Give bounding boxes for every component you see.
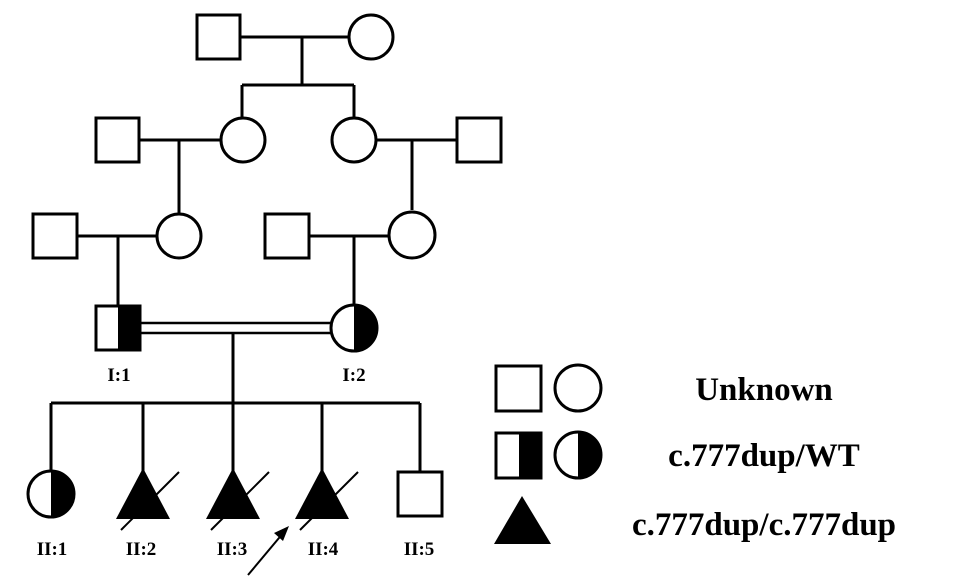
individual-II5-unknown-male [396,470,444,518]
label-I2: I:2 [342,365,365,386]
legend: Unknown c.777dup/WT c.777dup/c.777dup [494,363,896,544]
individual-II2-affected-deceased [116,468,180,531]
proband-arrow [247,526,289,576]
ancestor-male-right-gen2 [455,116,503,164]
individual-II1-carrier-female [26,469,76,519]
legend-carrier-female-circle [553,430,603,480]
legend-affected-triangle [494,496,551,544]
individual-I1-carrier-male [94,304,142,352]
ancestor-male-left-gen2 [94,116,141,164]
legend-label-homozygous: c.777dup/c.777dup [632,507,896,543]
legend-unknown-female-circle [553,363,603,413]
ancestor-female-top [347,13,395,61]
individual-II4-proband-affected-deceased [295,468,359,531]
legend-label-heterozygous: c.777dup/WT [668,438,860,474]
label-II5: II:5 [404,539,435,560]
ancestor-male-top [195,13,242,61]
sibship-line [49,401,422,472]
mating-lines-gen3 [77,234,390,305]
legend-unknown-male-square [494,364,543,413]
label-II3: II:3 [217,539,248,560]
mating-line-top [240,35,356,117]
label-II4: II:4 [308,539,339,560]
ancestor-female-right-gen2 [330,116,378,164]
label-II1: II:1 [37,539,68,560]
legend-carrier-male-square [494,431,543,480]
consanguineous-mating-line [140,321,331,403]
label-I1: I:1 [107,365,130,386]
ancestor-male-right-gen3 [263,212,311,260]
ancestor-male-left-gen3 [31,212,79,260]
individual-I2-carrier-female [329,303,379,353]
label-II2: II:2 [126,539,157,560]
ancestor-female-left-gen2 [219,116,267,164]
individual-II3-affected-deceased [206,468,270,531]
ancestor-female-right-gen3 [387,210,437,260]
mating-lines-gen2 [139,138,457,213]
ancestor-female-left-gen3 [155,212,203,260]
legend-label-unknown: Unknown [695,372,833,408]
